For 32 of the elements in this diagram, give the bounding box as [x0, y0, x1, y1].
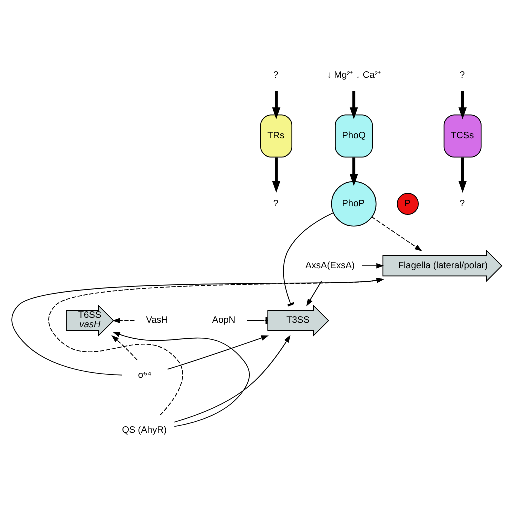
node-text: QS (AhyR) [122, 424, 167, 435]
connector [283, 212, 334, 307]
node-text: VasH [146, 315, 168, 326]
arrow [112, 335, 138, 361]
node-box: TRs [260, 114, 293, 158]
node-text: ? [460, 198, 466, 208]
arrow [350, 158, 358, 186]
node-box: TCSs [444, 114, 482, 158]
node-text: σ⁵⁴ [138, 370, 152, 380]
node-text: ? [460, 70, 466, 80]
arrow [458, 158, 467, 194]
arrow [350, 91, 358, 120]
arrow [362, 263, 384, 269]
arrow [372, 216, 422, 252]
node-text: ? [274, 198, 279, 208]
arrow [48, 278, 384, 416]
node-text: ↓ Mg²⁺ ↓ Ca²⁺ [327, 70, 381, 80]
arrow [167, 336, 269, 370]
node-box: PhoQ [335, 114, 374, 158]
node-text: AopN [212, 315, 236, 326]
arrow [306, 280, 322, 307]
arrow [458, 91, 467, 120]
arrow [12, 278, 384, 376]
node-text: AxsA(ExsA) [306, 260, 356, 270]
arrow [112, 318, 136, 324]
arrow [272, 91, 281, 120]
arrow [112, 332, 250, 428]
arrow [272, 158, 281, 194]
node-circle: P [397, 193, 419, 216]
node-circle: PhoP [331, 181, 377, 227]
node-text: ? [274, 70, 279, 80]
arrow [174, 335, 291, 423]
